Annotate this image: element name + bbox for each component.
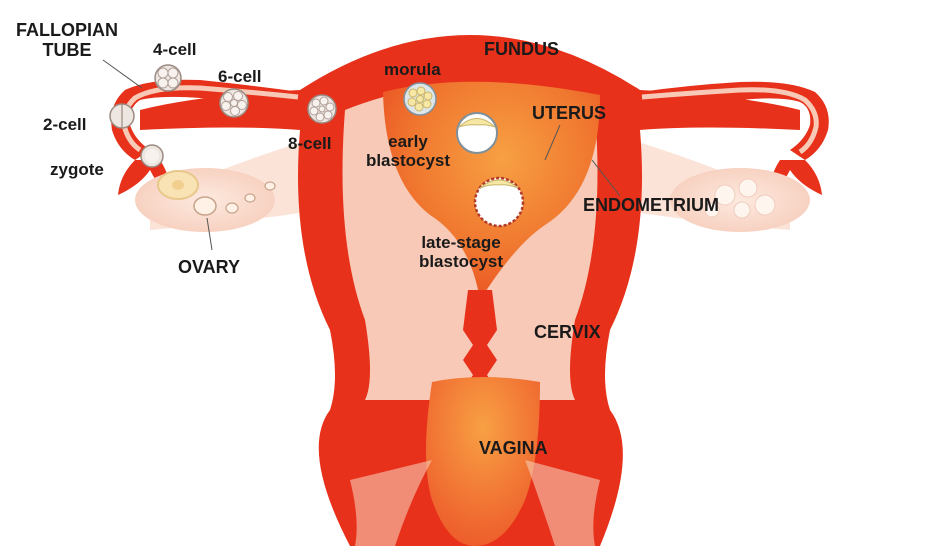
label-eight-cell: 8-cell: [288, 134, 331, 153]
label-cervix: CERVIX: [534, 322, 601, 342]
six-cell-embryo-icon: [220, 89, 248, 117]
label-late-stage-blastocyst-line1: late-stage: [406, 233, 516, 252]
label-fallopian-tube: FALLOPIAN TUBE: [12, 20, 122, 60]
label-fallopian-tube-line1: FALLOPIAN: [12, 20, 122, 40]
label-late-stage-blastocyst: late-stage blastocyst: [406, 233, 516, 271]
two-cell-embryo-icon: [110, 104, 134, 128]
eight-cell-embryo-icon: [308, 95, 336, 123]
late-stage-blastocyst-icon: [475, 178, 523, 226]
four-cell-embryo-icon: [155, 65, 181, 91]
label-endometrium: ENDOMETRIUM: [583, 195, 719, 215]
label-four-cell: 4-cell: [153, 40, 196, 59]
label-ovary: OVARY: [178, 257, 240, 277]
label-early-blastocyst: early blastocyst: [358, 132, 458, 170]
label-zygote: zygote: [50, 160, 104, 179]
label-late-stage-blastocyst-line2: blastocyst: [406, 252, 516, 271]
label-fallopian-tube-line2: TUBE: [12, 40, 122, 60]
early-blastocyst-icon: [457, 113, 497, 153]
left-ovary-follicle-small: [226, 203, 238, 213]
label-fundus: FUNDUS: [484, 39, 559, 59]
left-ovary-follicle: [194, 197, 216, 215]
label-two-cell: 2-cell: [43, 115, 86, 134]
label-early-blastocyst-line1: early: [358, 132, 458, 151]
fallopian-tube-leader: [103, 60, 142, 88]
label-early-blastocyst-line2: blastocyst: [358, 151, 458, 170]
label-uterus: UTERUS: [532, 103, 606, 123]
morula-icon: [404, 83, 436, 115]
label-six-cell: 6-cell: [218, 67, 261, 86]
label-vagina: VAGINA: [479, 438, 548, 458]
zygote-icon: [141, 145, 163, 167]
label-morula: morula: [384, 60, 441, 79]
